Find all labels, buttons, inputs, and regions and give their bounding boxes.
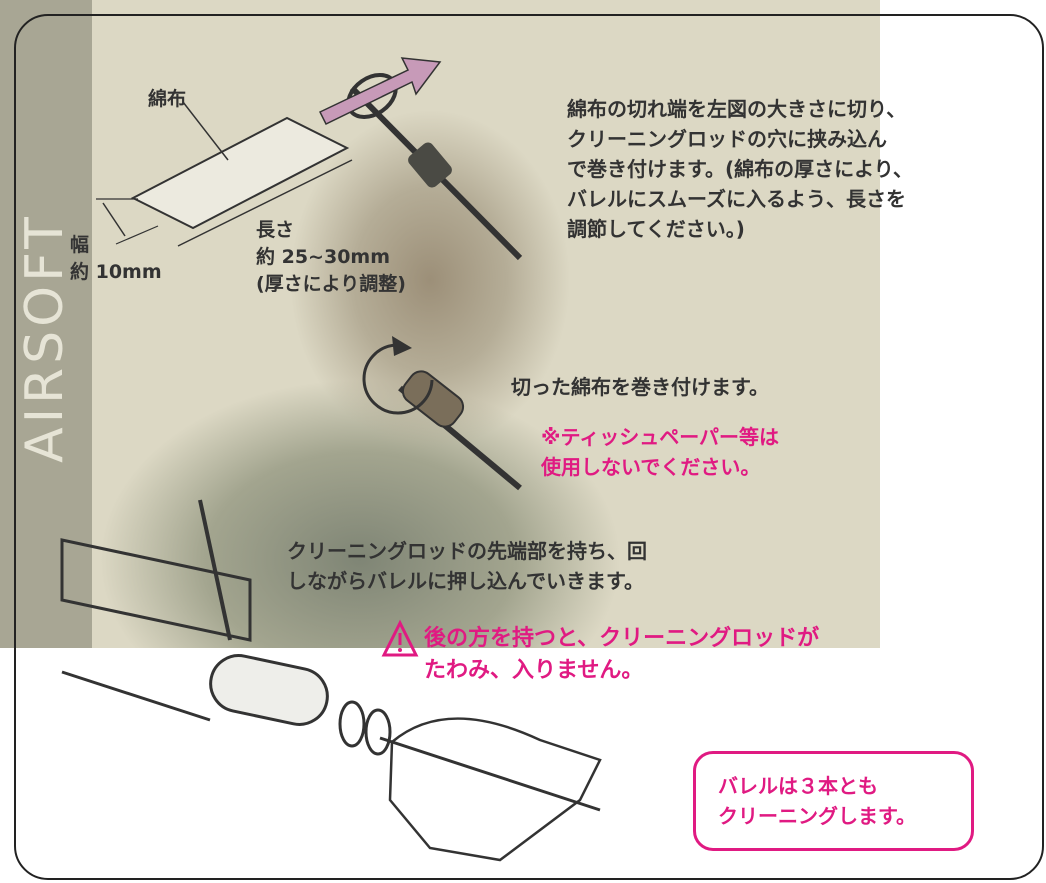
- cloth-label: 綿布: [148, 88, 187, 110]
- hand: [388, 717, 602, 862]
- cloth-strip: [130, 116, 350, 230]
- cloth-leader-line: [182, 101, 229, 161]
- step2-note: ※ティッシュペーパー等は 使用しないでください。: [541, 425, 780, 479]
- barrel: [209, 654, 329, 726]
- rounded-frame: [14, 14, 1044, 880]
- length-dimension: [177, 159, 353, 247]
- width-dimension: [102, 202, 126, 237]
- rotate-arrow: [362, 343, 434, 415]
- note-box-text: バレルは３本とも クリーニングします。: [718, 774, 916, 828]
- step3-text: クリーニングロッドの先端部を持ち、回 しながらバレルに押し込んでいきます。: [287, 539, 647, 593]
- width-label: 幅 約 10mm: [70, 234, 162, 283]
- background-photo: [0, 0, 880, 648]
- insert-arrow: [318, 57, 442, 125]
- warning-text: 後の方を持つと、クリーニングロッドが たわみ、入りません。: [424, 626, 820, 683]
- cleaning-rod-3: [379, 736, 601, 812]
- note-box: バレルは３本とも クリーニングします。: [693, 751, 974, 851]
- warning-triangle-icon: [381, 619, 419, 657]
- length-label: 長さ 約 25~30mm (厚さにより調整): [256, 219, 406, 295]
- step1-text: 綿布の切れ端を左図の大きさに切り、 クリーニングロッドの穴に挟み込ん で巻き付け…: [567, 97, 913, 241]
- rifle-body: [60, 538, 252, 642]
- step2-text: 切った綿布を巻き付けます。: [511, 375, 769, 399]
